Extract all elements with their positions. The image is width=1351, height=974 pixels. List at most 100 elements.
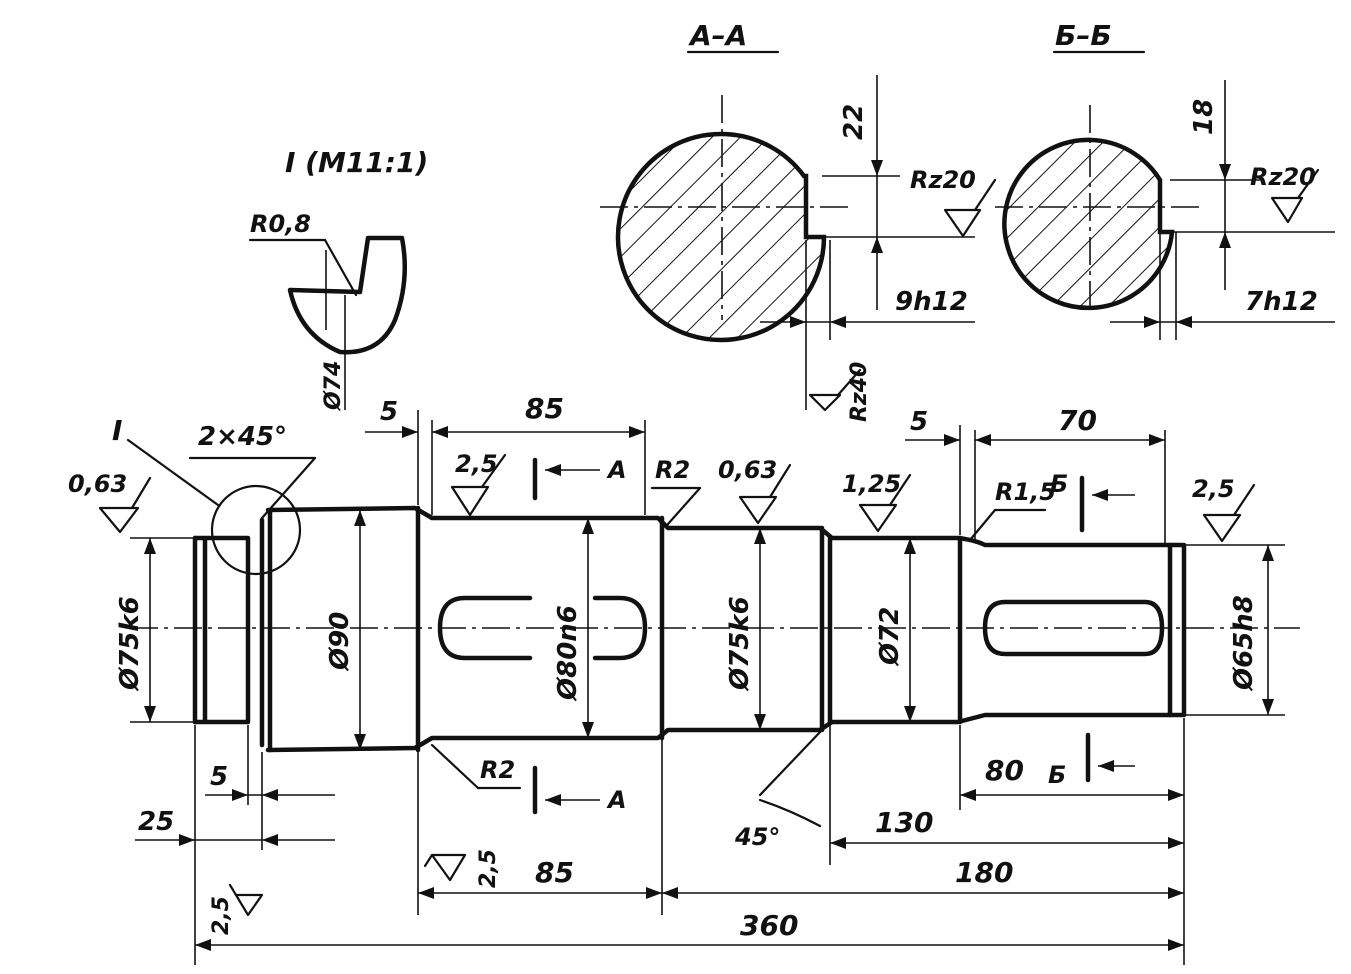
section-a-roughness-tick (973, 178, 997, 212)
detail-profile (287, 235, 407, 355)
dim-d3-label: Ø80n6 (553, 605, 583, 702)
dim-left-5: 5 (210, 762, 228, 792)
section-a-arrow-down (871, 160, 883, 176)
callout-angle-arc (758, 798, 822, 828)
keyway-right (982, 599, 1165, 657)
section-a-bottom-roughness-symbol (808, 393, 842, 412)
dim-top-5-left: 5 (380, 397, 398, 427)
section-b-title: Б–Б (1055, 19, 1112, 52)
roughness-symbols: 0,63 2,5 0,63 1,25 2,5 2,5 2,5 (68, 450, 1256, 935)
section-b-width-label: 18 (1189, 99, 1219, 135)
section-a-title: А–А (688, 19, 747, 52)
dim-bottom-180: 180 (955, 856, 1013, 889)
callout-fillet-mid-leader (666, 486, 702, 526)
callout-angle-line (758, 728, 824, 797)
roughness-r7-symbol (234, 893, 264, 917)
dim-bottom-85: 85 (535, 856, 574, 889)
dim-d4-arrow-bottom (754, 714, 766, 730)
dim-d6-arrow-bottom (1262, 699, 1274, 715)
dim-d6-arrow-top (1262, 545, 1274, 561)
dim-left-25-arrow-l (179, 834, 195, 846)
callout-fillet-right-leader (968, 508, 997, 542)
dim-d5-arrow-bottom (904, 706, 916, 722)
dim-d3-arrow-top (582, 518, 594, 534)
dim-top-5-right: 5 (910, 407, 928, 437)
roughness-r7-label: 2,5 (209, 896, 234, 935)
roughness-r4-label: 1,25 (842, 470, 901, 498)
dim-d2-label: Ø90 (325, 612, 355, 672)
dim-bottom-130-arrow-r (1168, 837, 1184, 849)
cut-b-top-label: Б (1050, 470, 1068, 498)
section-a-arrow-up (871, 237, 883, 253)
dim-d1-label: Ø75k6 (115, 596, 145, 692)
shaft-outline-bottom (192, 712, 1185, 753)
dim-d2-arrow-bottom (354, 734, 366, 750)
diameter-dimensions: Ø75k6 Ø90 Ø80n6 Ø75k6 Ø72 Ø65h8 (115, 510, 1285, 750)
callout-chamfer: 2×45° (198, 422, 287, 452)
dim-left-5-arrow-l (232, 789, 248, 801)
dim-top-70-arrow-r (1149, 434, 1165, 446)
dim-bottom-180-arrow-r (1168, 887, 1184, 899)
callout-detail-ref: I (112, 414, 122, 447)
section-a-a: А–А 22 Rz20 9h12 Rz40 (600, 19, 997, 422)
callout-fillet-left-leader (430, 743, 480, 790)
dim-bottom-85-arrow-r (646, 887, 662, 899)
section-a-arrow-left (830, 316, 846, 328)
cut-a-bottom-arrow (545, 794, 561, 806)
dim-bottom-130: 130 (875, 806, 933, 839)
detail-view: I (M11:1) R0,8 Ø74 (248, 146, 428, 412)
roughness-r4-symbol (858, 503, 898, 533)
cut-b-top-arrow (1092, 489, 1108, 501)
section-b-tolerance-label: 7h12 (1245, 287, 1318, 317)
callout-fillet-left: R2 (480, 756, 515, 784)
detail-diameter-label: Ø74 (321, 361, 346, 412)
roughness-r3-label: 0,63 (718, 456, 777, 484)
section-b-arrow-right (1144, 316, 1160, 328)
dim-d4-label: Ø75k6 (725, 596, 755, 692)
section-b-roughness-symbol (1270, 196, 1304, 224)
dim-left-25-arrow-r (262, 834, 278, 846)
callout-detail-ref-leader (126, 438, 220, 507)
dim-d3-arrow-bottom (582, 722, 594, 738)
roughness-r2-tick (480, 453, 507, 489)
roughness-r6-symbol (430, 853, 467, 882)
dim-left-25: 25 (138, 807, 174, 837)
roughness-r5-tick (1232, 483, 1256, 517)
roughness-r6-label: 2,5 (476, 849, 501, 888)
detail-radius-leader-2 (323, 238, 358, 297)
roughness-r1-tick (130, 476, 152, 510)
section-b-arrow-up (1219, 232, 1231, 248)
roughness-r2-symbol (450, 485, 490, 517)
dim-bottom-80-arrow-l (960, 789, 976, 801)
dim-total-360: 360 (740, 909, 798, 942)
dim-top-85-arrow-l (432, 426, 448, 438)
section-a-bottom-roughness-label: Rz40 (847, 362, 872, 422)
cut-a-bottom-label: А (606, 786, 627, 814)
dim-d1-arrow-bottom (144, 706, 156, 722)
section-a-tolerance-label: 9h12 (895, 287, 968, 317)
dim-total-arrow-r (1168, 939, 1184, 951)
roughness-r2-label: 2,5 (455, 450, 498, 478)
dim-top-5-arrow (402, 426, 418, 438)
dim-top-85-arrow-r (629, 426, 645, 438)
dim-left-5-arrow-r (262, 789, 278, 801)
dim-d1-arrow-top (144, 538, 156, 554)
roughness-r3-symbol (738, 495, 778, 525)
callout-fillet-mid: R2 (655, 456, 690, 484)
callout-angle: 45° (734, 823, 780, 851)
detail-radius-label: R0,8 (250, 210, 311, 238)
dim-d4-arrow-top (754, 528, 766, 544)
dim-top-70: 70 (1058, 404, 1097, 437)
dim-d5-arrow-top (904, 538, 916, 554)
dim-bottom-130-arrow-l (830, 837, 846, 849)
callout-chamfer-leader (260, 456, 317, 520)
dim-bottom-80: 80 (985, 754, 1024, 787)
roughness-r1-label: 0,63 (68, 470, 127, 498)
section-a-bottom-roughness-tick (836, 368, 862, 397)
section-b-b: Б–Б 18 Rz20 7h12 (995, 19, 1335, 340)
dim-d2-arrow-top (354, 510, 366, 526)
dim-bottom-85-arrow-l (418, 887, 434, 899)
keyway-left (437, 595, 648, 661)
cut-b-bottom-arrow (1098, 760, 1114, 772)
